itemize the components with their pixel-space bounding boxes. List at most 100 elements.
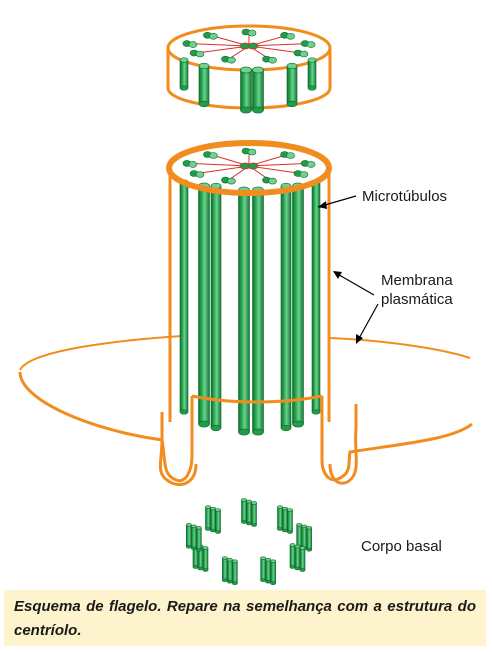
disc-doublet-5-b	[227, 56, 236, 64]
cross-section-disc	[166, 24, 332, 114]
basal-triplet-0-tube-1	[246, 499, 252, 526]
basal-triplet-6-tube-2-body	[202, 547, 209, 571]
basal-triplet-1-tube-2-top	[287, 508, 293, 512]
basal-triplet-6-tube-2-bottom	[202, 568, 209, 572]
disc-doublet-2-b	[306, 41, 316, 48]
basal-triplet-8-tube-1-bottom	[210, 528, 216, 533]
basal-triplet-5-tube-0-body	[222, 557, 228, 581]
membrana-pointer-2	[356, 303, 379, 343]
disc-tube-5-body	[307, 59, 317, 89]
basal-triplet-0-tube-0-top	[241, 498, 247, 502]
disc-tube-4-top	[286, 62, 298, 70]
shaft-tube-6-body	[292, 185, 304, 425]
basal-triplet-6-tube-2-top	[202, 546, 209, 550]
shaft-top-doublet-5	[221, 176, 236, 185]
cross-section-tubes	[179, 57, 317, 114]
basal-triplet-3-tube-0-bottom	[289, 565, 296, 569]
basal-triplet-1-tube-1-bottom	[282, 528, 288, 533]
basal-triplet-1-tube-1-body	[282, 508, 288, 531]
disc-tube-3	[252, 66, 264, 114]
shaft-top-doublet-4	[262, 176, 277, 185]
basal-triplet-0-tube-1-body	[246, 501, 252, 524]
disc-tube-3-body	[252, 69, 264, 111]
basal-triplet-8	[205, 505, 221, 534]
disc-doublet-8	[203, 31, 218, 40]
shaft-tube-4	[252, 186, 264, 436]
basal-triplet-8-tube-0-body	[205, 506, 211, 530]
basal-triplet-5-tube-1-body	[227, 559, 233, 582]
basal-triplet-1-tube-0-bottom	[277, 527, 283, 531]
disc-tube-2-top	[240, 66, 252, 74]
basal-triplet-0-tube-2	[251, 501, 257, 527]
shaft-tube-5	[280, 182, 292, 432]
shaft-top-doublet-3-b	[299, 171, 309, 178]
basal-triplet-8-tube-2	[215, 508, 221, 534]
basal-triplet-5-tube-1-bottom	[227, 579, 233, 584]
disc-tube-0-top	[179, 57, 189, 63]
disc-tube-3-top	[252, 66, 264, 74]
basal-triplet-5-tube-2-top	[232, 559, 238, 563]
disc-tube-4-body	[286, 65, 298, 105]
shaft-tube-1-body	[198, 185, 210, 425]
basal-triplet-6-tube-2	[202, 546, 209, 572]
basal-triplet-7	[186, 523, 202, 552]
shaft-top-doublet-2-b	[306, 161, 316, 168]
disc-tube-0	[179, 57, 189, 91]
disc-central-b	[247, 42, 259, 50]
basal-triplet-8-tube-2-bottom	[215, 530, 221, 534]
disc-tube-5-top	[307, 57, 317, 63]
basal-triplet-7-tube-2	[196, 526, 202, 552]
disc-tube-2-bottom	[240, 106, 252, 114]
shaft-tube-1	[198, 182, 210, 428]
disc-doublet-4	[262, 55, 277, 64]
shaft-tube-7-body	[311, 181, 321, 413]
basal-triplet-1-tube-0-body	[277, 506, 283, 530]
basal-triplet-0-tube-0	[241, 498, 247, 524]
basal-triplet-4-tube-2-body	[270, 560, 276, 584]
basal-triplet-8-tube-1	[210, 506, 216, 533]
basal-triplet-7-tube-1	[191, 524, 197, 550]
shaft-top-doublet-0-b	[247, 148, 257, 156]
basal-triplet-8-tube-1-body	[210, 508, 216, 531]
basal-triplet-1-tube-2-bottom	[287, 530, 293, 534]
basal-triplet-5-tube-2-body	[232, 560, 238, 584]
basal-triplet-7-tube-2-bottom	[196, 548, 202, 552]
disc-doublet-3	[293, 49, 309, 58]
basal-triplet-7-tube-0-bottom	[186, 545, 192, 549]
disc-tube-2	[240, 66, 252, 114]
basal-triplet-6-tube-0-bottom	[192, 565, 199, 569]
basal-triplet-4-tube-0-bottom	[260, 578, 266, 582]
shaft-top-cross-section	[182, 147, 316, 185]
basal-triplet-4-tube-2-top	[270, 559, 276, 563]
shaft-tube-3-body	[238, 189, 250, 433]
membrane-plane-back-right	[329, 337, 471, 359]
disc-tube-1-bottom	[198, 100, 210, 108]
basal-triplet-1	[277, 505, 293, 534]
basal-triplet-4-tube-1-bottom	[265, 579, 271, 584]
disc-tube-3-bottom	[252, 106, 264, 114]
basal-triplet-1-tube-1	[282, 506, 288, 533]
shaft-top-doublet-1	[280, 151, 295, 159]
basal-triplet-7-tube-2-top	[196, 526, 202, 530]
cell-membrane-plane	[18, 335, 473, 487]
basal-triplet-0-tube-0-body	[241, 499, 247, 523]
flagellum-diagram	[18, 24, 473, 585]
shaft-top-doublet-5-b	[227, 177, 236, 185]
cross-section-tube-stubs	[182, 28, 316, 64]
basal-triplet-3-tube-2-top	[299, 546, 306, 550]
basal-triplet-2-tube-2-bottom	[306, 548, 312, 552]
disc-tube-1	[198, 62, 210, 108]
shaft-top-doublet-7	[182, 160, 198, 168]
shaft-tube-5-body	[280, 185, 292, 429]
basal-triplet-5-tube-2-bottom	[232, 581, 238, 585]
disc-tube-0-bottom	[179, 85, 189, 91]
shaft-tube-6-bottom	[292, 420, 304, 428]
basal-triplet-1-tube-2-body	[287, 509, 293, 533]
basal-triplet-2	[296, 523, 312, 552]
basal-triplet-5	[222, 556, 238, 585]
basal-triplet-5-tube-0-top	[222, 556, 228, 560]
basal-triplet-3-tube-1-top	[294, 544, 301, 549]
basal-triplet-2-tube-2-top	[306, 526, 312, 530]
basal-triplet-7-tube-2-body	[196, 527, 202, 551]
pointer-lines	[317, 195, 379, 344]
